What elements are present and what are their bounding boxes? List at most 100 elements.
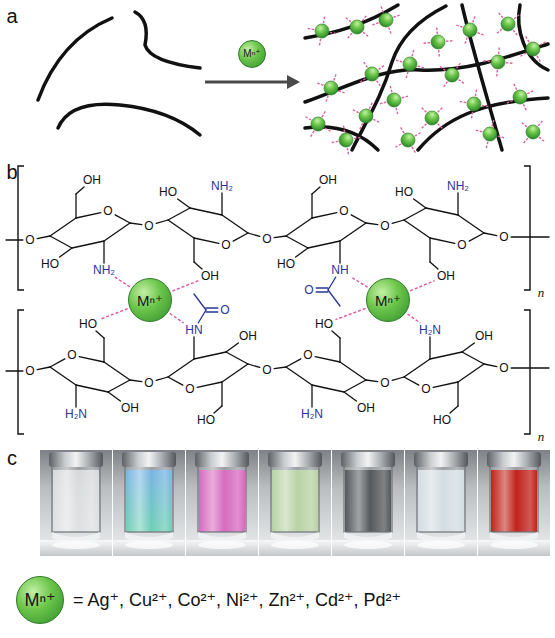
reaction-arrow (205, 75, 300, 89)
bond-line (344, 392, 356, 401)
hydrogel-photo (331, 450, 332, 556)
bond-line (130, 380, 142, 382)
ion-list: = Ag⁺, Cu²⁺, Co²⁺, Ni²⁺, Zn²⁺, Cd²⁺, Pd²… (72, 591, 402, 609)
bond-line (233, 233, 248, 241)
atom-label: OH (200, 270, 220, 282)
polymer-chains (58, 104, 200, 135)
bond-line (316, 291, 328, 292)
bond-line (226, 352, 248, 364)
bond-line (221, 193, 222, 215)
crosslink-dots (310, 67, 351, 108)
panel-letter: b (5, 162, 18, 182)
hydrogel-photo (258, 450, 259, 556)
coordination-bond (172, 281, 198, 291)
crosslink-dots (510, 109, 555, 154)
bond-line (75, 194, 76, 218)
bond-line (404, 208, 426, 220)
hydrogel-photo (404, 450, 405, 556)
bond-line (433, 382, 458, 387)
panel-letter: a (5, 6, 18, 26)
bond-line (339, 338, 340, 362)
bond-line (197, 382, 222, 387)
bond-line (76, 213, 101, 218)
bond-line (198, 310, 206, 323)
bond-line (37, 236, 50, 239)
metal-ion: Mⁿ⁺ (366, 278, 410, 322)
bond-line (103, 241, 104, 263)
bond-line (315, 357, 340, 362)
coordination-bond (115, 277, 130, 287)
hydrogel-photo (186, 452, 258, 556)
metal-ion: Mⁿ⁺ (16, 576, 64, 624)
reaction-arrow (205, 81, 289, 84)
bond-line (76, 187, 84, 194)
crosslink-dots (421, 25, 456, 60)
atom-label: HO (314, 318, 334, 330)
atom-label: OH (356, 402, 376, 414)
hydrogel-photo (332, 452, 404, 556)
bond-line (274, 367, 286, 369)
bond-line (328, 290, 340, 306)
bond-line (76, 385, 108, 392)
bond-line (339, 241, 340, 263)
atom-label: O (261, 233, 272, 245)
atom-label: HO (432, 414, 452, 426)
crosslinked-network (305, 44, 548, 102)
hydrogel-photo (405, 452, 477, 556)
coordination-lines (100, 277, 435, 323)
bond-line (404, 359, 430, 377)
bond-line (194, 352, 226, 359)
bond-line (60, 248, 72, 257)
bond-line (168, 377, 183, 385)
hydrogel-photo (332, 450, 404, 556)
reaction-arrow (287, 75, 300, 89)
crosslink-dots (303, 12, 340, 49)
crosslink-dots (365, 0, 406, 41)
bond-line (222, 364, 248, 382)
repeat-subscript: n (537, 286, 546, 299)
bond-line (457, 382, 458, 406)
crosslink-dots (499, 76, 542, 119)
crosslink-dots (350, 52, 395, 97)
bond-line (462, 352, 484, 364)
bond-line (312, 213, 337, 218)
repeat-bracket (18, 310, 24, 434)
crosslinked-network (519, 5, 548, 70)
bond-line (344, 380, 366, 392)
bond-line (50, 367, 76, 385)
bond-line (193, 238, 194, 262)
atom-label: O (143, 377, 154, 389)
crosslink-dots (334, 4, 379, 49)
atom-label: O (302, 349, 313, 361)
coordination-bond (408, 314, 421, 323)
bond-lines (6, 187, 549, 413)
amine-label: HN (184, 324, 203, 336)
bond-line (404, 220, 430, 238)
bond-line (484, 364, 497, 367)
ion-label: Mⁿ⁺ (24, 591, 55, 609)
crosslink-dots (386, 118, 430, 162)
bond-line (414, 199, 426, 208)
crosslink-dots (327, 121, 364, 158)
hydrogel-photo (405, 450, 477, 556)
atom-label: OH (474, 330, 494, 342)
bond-line (214, 406, 222, 413)
crosslink-dots (481, 45, 516, 80)
hydrogel-photo (478, 452, 550, 556)
hydrogel-photo (477, 450, 478, 556)
bond-line (168, 359, 194, 377)
atom-label: HO (78, 318, 98, 330)
ion-label: Mⁿ⁺ (243, 49, 260, 59)
bond-line (286, 367, 312, 385)
atom-label: OH (318, 174, 338, 186)
bond-line (50, 236, 72, 248)
bond-line (6, 239, 23, 240)
bond-line (130, 223, 142, 225)
coordination-bond (351, 277, 367, 287)
repeat-subscript: n (537, 430, 546, 443)
atom-label: O (220, 239, 231, 251)
bond-line (462, 343, 474, 352)
bond-line (104, 223, 130, 241)
hydrogel-photo (259, 452, 331, 556)
